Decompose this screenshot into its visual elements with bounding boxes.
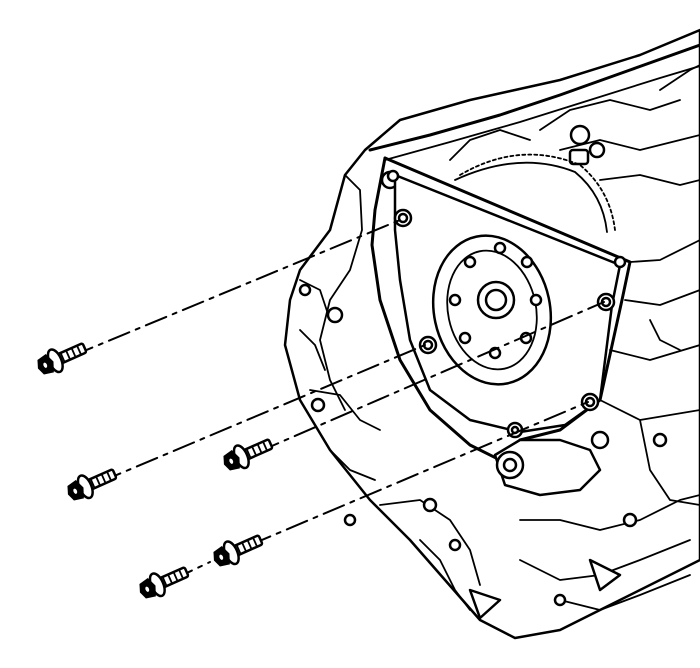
bolt-2 (67, 468, 118, 501)
leader-lines (71, 219, 605, 581)
bolt-4 (213, 534, 264, 567)
bolt-5 (139, 566, 190, 599)
bolt-1 (37, 342, 88, 375)
rear-seal-housing (386, 169, 627, 439)
bolt-3 (223, 438, 274, 471)
